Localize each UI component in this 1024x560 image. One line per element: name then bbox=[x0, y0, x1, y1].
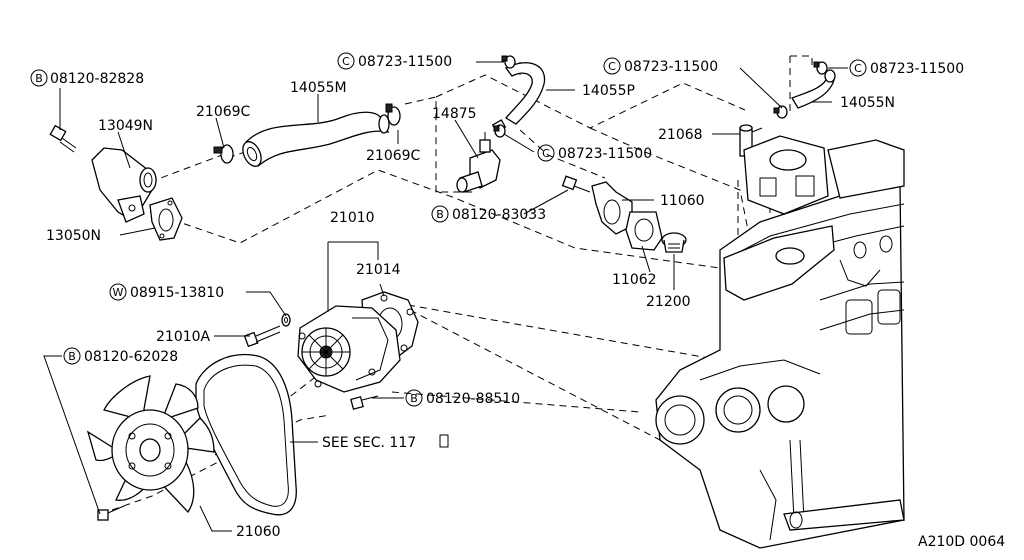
label-14055m: 14055M bbox=[290, 80, 347, 96]
svg-text:08723-11500: 08723-11500 bbox=[558, 146, 652, 162]
svg-text:B: B bbox=[35, 72, 43, 85]
label-21060: 21060 bbox=[236, 524, 281, 540]
water-outlet-elbow-13049n bbox=[91, 147, 157, 223]
leader-lines bbox=[43, 61, 848, 532]
callout-bolt-82828: B 08120-82828 bbox=[30, 69, 144, 87]
bolt-83033 bbox=[561, 175, 591, 193]
coolant-hose-14055p bbox=[491, 62, 546, 133]
svg-text:08915-13810: 08915-13810 bbox=[130, 285, 224, 301]
svg-text:08120-62028: 08120-62028 bbox=[84, 349, 178, 365]
callout-belt-reference: SEE SEC. 117 bbox=[322, 434, 449, 451]
svg-text:W: W bbox=[113, 286, 124, 299]
label-21068: 21068 bbox=[658, 127, 703, 143]
cooling-fan-21060 bbox=[86, 375, 215, 514]
coolant-hose-14055m bbox=[242, 111, 390, 168]
svg-text:C: C bbox=[542, 147, 550, 160]
diagram-code: A210D 0064 bbox=[918, 534, 1005, 550]
svg-text:C: C bbox=[608, 60, 616, 73]
svg-text:08723-11500: 08723-11500 bbox=[624, 59, 718, 75]
label-21200: 21200 bbox=[646, 294, 691, 310]
label-11060: 11060 bbox=[660, 193, 705, 209]
clamp-11500-far-part bbox=[813, 61, 828, 75]
water-valve-14875 bbox=[456, 132, 501, 193]
callout-bolt-83033: B 08120-83033 bbox=[431, 205, 546, 223]
callout-bolt-62028: B 08120-62028 bbox=[63, 347, 178, 365]
water-pump-21010 bbox=[297, 305, 401, 393]
callout-clamp-11500-far: C 08723-11500 bbox=[849, 59, 964, 77]
svg-text:B: B bbox=[436, 208, 444, 221]
label-11062: 11062 bbox=[612, 272, 657, 288]
svg-text:08120-83033: 08120-83033 bbox=[452, 207, 546, 223]
clamp-11500-top-part bbox=[501, 55, 516, 69]
svg-text:08723-11500: 08723-11500 bbox=[870, 61, 964, 77]
svg-text:08723-11500: 08723-11500 bbox=[358, 54, 452, 70]
bolt-62028 bbox=[97, 505, 125, 521]
clamp-11500-right-part bbox=[773, 105, 788, 119]
label-14875: 14875 bbox=[432, 106, 477, 122]
gasket-11062 bbox=[625, 211, 663, 251]
callout-clamp-11500-right: C 08723-11500 bbox=[603, 57, 718, 75]
bolt-82828 bbox=[49, 124, 77, 153]
label-13050n: 13050N bbox=[46, 228, 101, 244]
washer-13810 bbox=[281, 313, 291, 327]
svg-text:SEE SEC. 117: SEE SEC. 117 bbox=[322, 435, 416, 451]
gasket-13050n bbox=[149, 197, 183, 241]
thermostat-housing-11060 bbox=[591, 181, 633, 235]
svg-text:08120-88510: 08120-88510 bbox=[426, 391, 520, 407]
engine-block bbox=[655, 135, 905, 549]
label-21014: 21014 bbox=[356, 262, 401, 278]
fan-belt bbox=[195, 354, 297, 516]
label-21069c-right: 21069C bbox=[366, 148, 421, 164]
callout-clamp-11500-top: C 08723-11500 bbox=[337, 52, 452, 70]
coolant-hose-14055n bbox=[791, 69, 836, 109]
callout-bolt-88510: B 08120-88510 bbox=[405, 389, 520, 407]
label-14055p: 14055P bbox=[582, 83, 635, 99]
callout-clamp-11500-mid: C 08723-11500 bbox=[537, 144, 652, 162]
label-21069c-left: 21069C bbox=[196, 104, 251, 120]
hose-clamp-21069c-right bbox=[385, 103, 401, 126]
thermostat-21200 bbox=[661, 232, 687, 253]
svg-text:08120-82828: 08120-82828 bbox=[50, 71, 144, 87]
bolt-88510 bbox=[350, 395, 379, 410]
svg-text:C: C bbox=[854, 62, 862, 75]
label-14055n: 14055N bbox=[840, 95, 895, 111]
label-13049n: 13049N bbox=[98, 118, 153, 134]
hose-clamp-21069c-left bbox=[213, 144, 234, 164]
callout-washer-13810: W 08915-13810 bbox=[109, 283, 224, 301]
label-21010: 21010 bbox=[330, 210, 375, 226]
clamp-11500-mid-part bbox=[493, 124, 506, 138]
label-21010a: 21010A bbox=[156, 329, 211, 345]
svg-text:C: C bbox=[342, 55, 350, 68]
svg-text:B: B bbox=[68, 350, 76, 363]
svg-text:B: B bbox=[410, 392, 418, 405]
